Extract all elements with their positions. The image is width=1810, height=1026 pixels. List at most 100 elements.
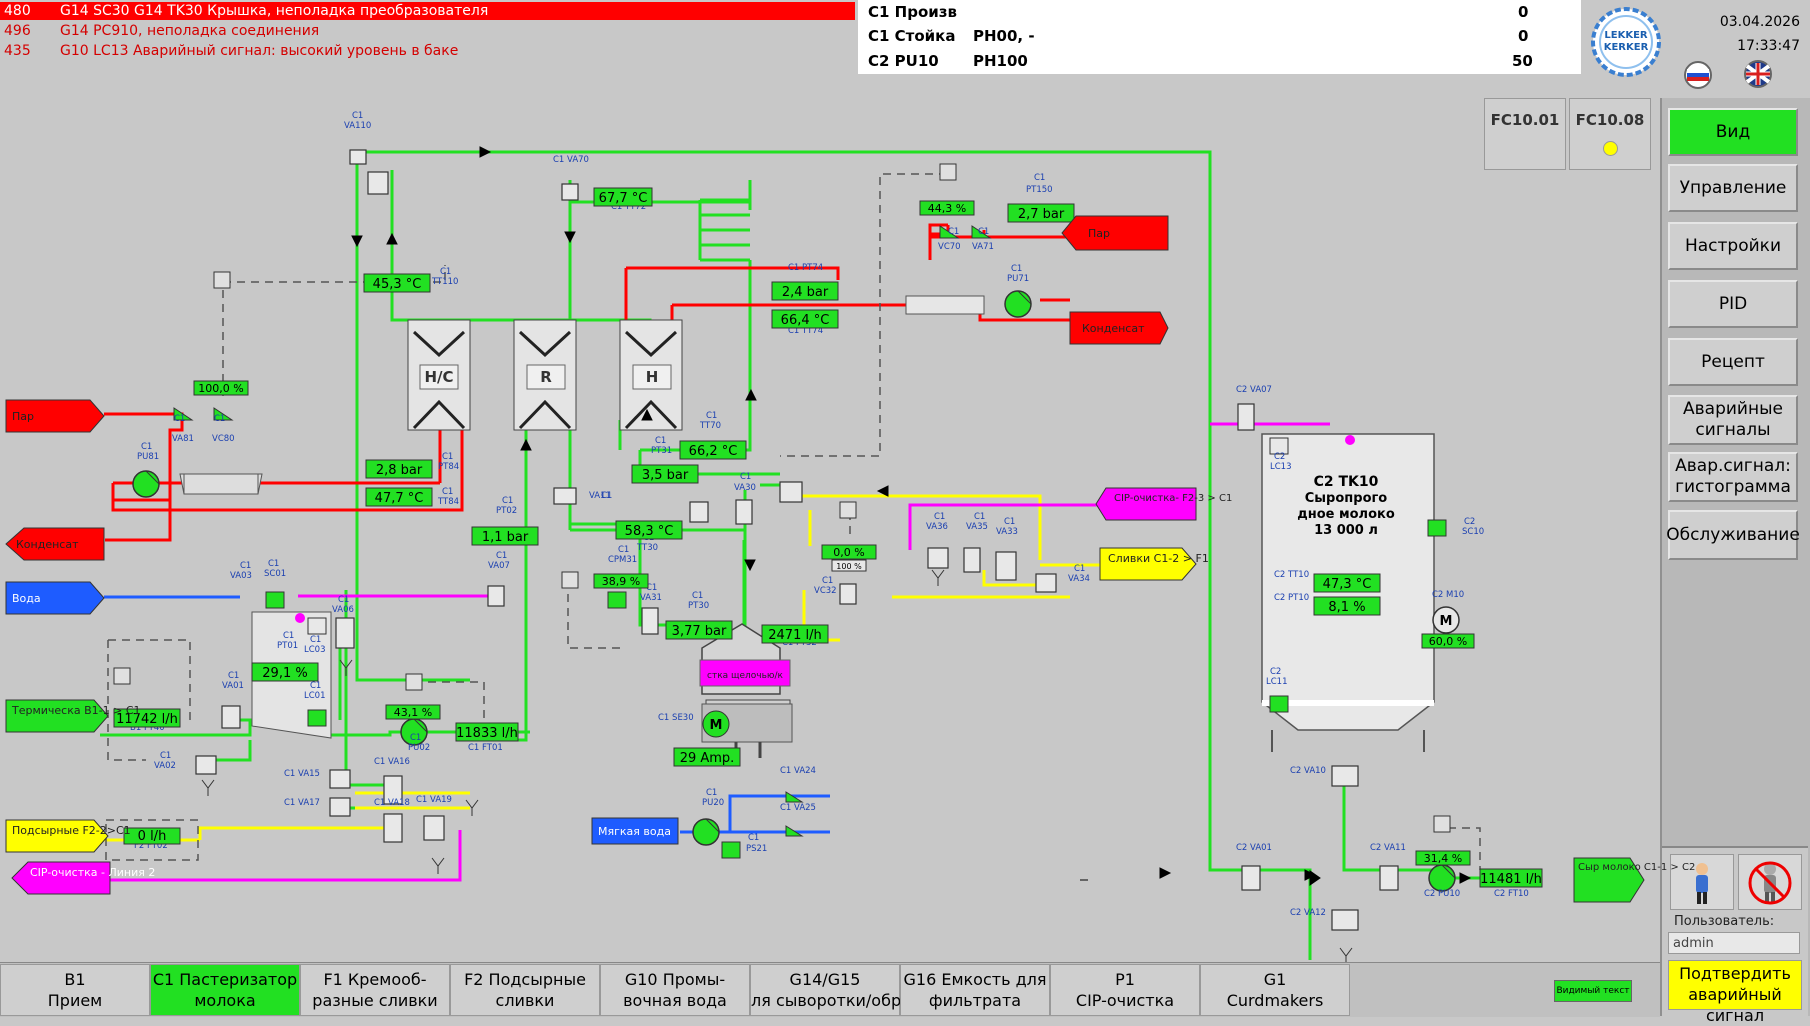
instrument-tag-label: PS21 bbox=[746, 844, 767, 854]
fc1008-button[interactable]: FC10.08 bbox=[1569, 98, 1651, 170]
instrument-tag-label: C2 TT10 bbox=[1274, 570, 1309, 580]
control-valves[interactable] bbox=[173, 225, 992, 837]
lang-ru-flag[interactable] bbox=[1678, 60, 1718, 90]
status-row: C1 Стойка PH00, - 0 bbox=[858, 24, 1583, 48]
value-tt84: 47,7 °C bbox=[375, 491, 424, 506]
heat-exchanger-h[interactable]: H bbox=[619, 319, 683, 431]
tag-label: Конденсат bbox=[1082, 322, 1145, 335]
instrument-tag-label: C1 bbox=[706, 411, 717, 421]
tag-cip-f23[interactable]: CIP-очистка- F2-3 > C1 bbox=[1095, 487, 1232, 521]
value-se30: 29 Amp. bbox=[680, 751, 735, 766]
value-tt70: 66,2 °C bbox=[689, 444, 738, 459]
status-count: 0 bbox=[1518, 3, 1529, 21]
sensor-icons[interactable] bbox=[113, 163, 1451, 833]
menu-alarms-button[interactable]: Аварийные сигналы bbox=[1668, 395, 1798, 445]
separator-se30[interactable]: стка щелочью/к M bbox=[699, 623, 793, 758]
instrument-tag-label: C1 VA24 bbox=[780, 766, 816, 776]
instrument-tag-label: C2 VA12 bbox=[1290, 908, 1326, 918]
tag-water[interactable]: Вода bbox=[5, 581, 105, 615]
tag-cream-f1[interactable]: Сливки C1-2 > F1 bbox=[1099, 547, 1209, 581]
menu-view-button[interactable]: Вид bbox=[1668, 108, 1798, 156]
value-ft40: 11742 l/h bbox=[116, 712, 178, 727]
instrument-tag-label: TT70 bbox=[699, 421, 721, 431]
value-ft02: 0 l/h bbox=[138, 829, 167, 844]
logout-button[interactable] bbox=[1738, 854, 1802, 910]
instrument-tag-label: CPM31 bbox=[608, 555, 637, 565]
menu-settings-button[interactable]: Настройки bbox=[1668, 222, 1798, 270]
menu-control-button[interactable]: Управление bbox=[1668, 164, 1798, 212]
valves[interactable] bbox=[195, 149, 1399, 931]
hx-hc-label: H/C bbox=[424, 368, 453, 386]
instrument-tag-label: C1 bbox=[934, 512, 945, 522]
tag-cheese-milk[interactable]: Сыр молоко C1-1 > C2 bbox=[1573, 857, 1695, 903]
tab-label: F1 Кремооб- bbox=[323, 970, 427, 989]
tank-title: C2 TK10 bbox=[1314, 474, 1379, 490]
heat-exchanger-hc[interactable]: H/C bbox=[407, 319, 471, 431]
tab-g10[interactable]: G10 Промы-вочная вода bbox=[600, 964, 750, 1016]
instrument-tag-label: C1 bbox=[214, 414, 225, 424]
instrument-tag-label: TT30 bbox=[636, 543, 658, 553]
tab-f1[interactable]: F1 Кремооб-разные сливки bbox=[300, 964, 450, 1016]
login-button[interactable] bbox=[1670, 854, 1734, 910]
heat-exchanger-r[interactable]: R bbox=[513, 319, 577, 431]
motor-m10[interactable]: M bbox=[1432, 606, 1460, 634]
menu-pid-button[interactable]: PID bbox=[1668, 280, 1798, 328]
fc1001-label: FC10.01 bbox=[1490, 111, 1560, 129]
separator-status: стка щелочью/к bbox=[707, 671, 784, 681]
pump-pu10[interactable] bbox=[1428, 864, 1456, 892]
instrument-tag-label: C1 bbox=[310, 681, 321, 691]
alarm-row[interactable]: 435 G10 LC13 Аварийный сигнал: высокий у… bbox=[0, 42, 855, 60]
fc1001-button[interactable]: FC10.01 bbox=[1484, 98, 1566, 170]
confirm-alarm-button[interactable]: Подтвердить аварийный сигнал bbox=[1668, 960, 1802, 1025]
tag-cip-line2[interactable]: CIP-очистка - Линия 2 bbox=[11, 861, 155, 895]
menu-maintenance-button[interactable]: Обслуживание bbox=[1666, 510, 1800, 560]
steam-injector[interactable] bbox=[179, 473, 263, 495]
tag-steam-1[interactable]: Пар bbox=[5, 399, 105, 433]
instrument-tag-label: C1 bbox=[283, 631, 294, 641]
no-user-icon bbox=[1748, 861, 1792, 905]
instrument-tag-label: VA36 bbox=[926, 522, 948, 532]
pump-pu71[interactable] bbox=[1004, 290, 1032, 318]
instrument-tag-label: C1 VA15 bbox=[284, 769, 320, 779]
svg-text:M: M bbox=[1440, 614, 1453, 629]
tag-cheese-cream[interactable]: Подсырные F2-2>C1 bbox=[5, 819, 131, 853]
instrument-tag-label: C1 bbox=[1004, 517, 1015, 527]
status-label: C1 Произв bbox=[868, 3, 957, 21]
pump-pu02[interactable] bbox=[400, 718, 428, 746]
user-label: Пользователь: bbox=[1674, 914, 1775, 929]
pump-pu81[interactable] bbox=[132, 470, 160, 498]
flow-arrows bbox=[351, 146, 1472, 886]
alarm-row[interactable]: 496 G14 PC910, неполадка соединения bbox=[0, 22, 855, 40]
menu-recipe-button[interactable]: Рецепт bbox=[1668, 338, 1798, 386]
tag-condensate-2[interactable]: Конденсат bbox=[1069, 311, 1169, 345]
tag-label: CIP-очистка - Линия 2 bbox=[30, 866, 155, 879]
instrument-tag-label: C1 bbox=[692, 591, 703, 601]
tag-condensate-1[interactable]: Конденсат bbox=[5, 527, 105, 561]
lang-uk-flag[interactable] bbox=[1738, 58, 1778, 90]
menu-alarm-histogram-button[interactable]: Авар.сигнал: гистограмма bbox=[1668, 452, 1798, 502]
steam-injector[interactable] bbox=[905, 295, 985, 315]
hx-r-label: R bbox=[540, 368, 552, 386]
alarm-row[interactable]: 480 G14 SC30 G14 TK30 Крышка, неполадка … bbox=[0, 2, 855, 20]
instrument-tag-label: C1 bbox=[502, 496, 513, 506]
tank-desc: дное молоко bbox=[1297, 507, 1395, 522]
instrument-tag-label: B1 FT40 bbox=[130, 723, 165, 733]
user-name-field[interactable]: admin bbox=[1668, 932, 1800, 954]
tag-label: CIP-очистка- F2-3 > C1 bbox=[1114, 493, 1232, 504]
instrument-tag-label: C1 bbox=[310, 635, 321, 645]
tag-soft-water[interactable]: Мягкая вода bbox=[591, 817, 679, 845]
tag-steam-2[interactable]: Пар bbox=[1061, 215, 1169, 251]
instrument-tag-label: PU20 bbox=[702, 798, 724, 808]
pump-pu20[interactable] bbox=[692, 818, 720, 846]
visible-text-button[interactable]: Видимый текст bbox=[1554, 980, 1632, 1002]
tag-thermisation[interactable]: Термическа B1-1 > C1 bbox=[5, 699, 141, 733]
instrument-tag-label: C1 bbox=[655, 436, 666, 446]
instrument-tag-label: C1 bbox=[442, 487, 453, 497]
